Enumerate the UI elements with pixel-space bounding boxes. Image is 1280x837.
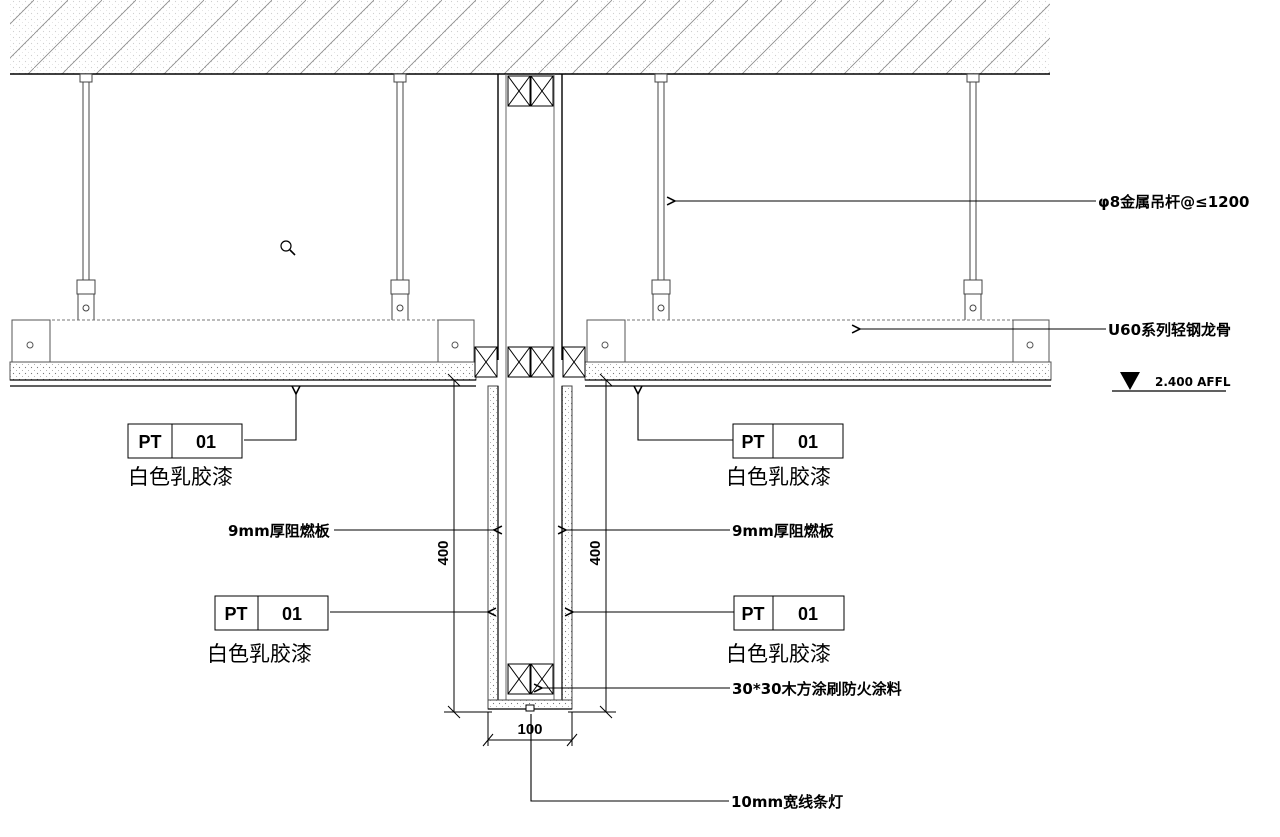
dim-drop-right: 400 bbox=[587, 540, 604, 565]
pt-tag-1 bbox=[127, 423, 243, 459]
pt-tag-4 bbox=[733, 595, 845, 631]
concrete-slab bbox=[10, 0, 1050, 75]
label-level: 2.400 AFFL bbox=[1155, 375, 1231, 389]
label-hanger-rod: φ8金属吊杆@≤1200 bbox=[1098, 193, 1250, 211]
pt-tag-1-num: 01 bbox=[196, 432, 216, 452]
hanger-rod-2 bbox=[393, 73, 407, 285]
wood-blocks-ceiling bbox=[474, 346, 586, 378]
pt-tag-3-desc: 白色乳胶漆 bbox=[207, 642, 312, 666]
dim-width: 100 bbox=[517, 721, 542, 738]
ceiling-board-right bbox=[584, 361, 1052, 387]
pt-tag-2 bbox=[732, 423, 844, 459]
pt-tag-4-num: 01 bbox=[798, 604, 818, 624]
label-board-right: 9mm厚阻燃板 bbox=[732, 522, 835, 540]
pt-tag-3 bbox=[214, 595, 329, 631]
pt-tag-2-num: 01 bbox=[798, 432, 818, 452]
pt-tag-1-code: PT bbox=[138, 432, 161, 452]
label-board-left: 9mm厚阻燃板 bbox=[228, 522, 331, 540]
pt-tag-3-code: PT bbox=[224, 604, 247, 624]
pt-tag-2-code: PT bbox=[741, 432, 764, 452]
magnifier-cursor-icon bbox=[280, 240, 296, 256]
label-light: 10mm宽线条灯 bbox=[731, 793, 843, 811]
pt-tag-4-desc: 白色乳胶漆 bbox=[726, 642, 831, 666]
bulkhead bbox=[487, 74, 573, 712]
dimension-lines bbox=[444, 373, 616, 747]
pt-tag-4-code: PT bbox=[741, 604, 764, 624]
dim-drop-left: 400 bbox=[435, 540, 452, 565]
pt-tag-3-num: 01 bbox=[282, 604, 302, 624]
label-keel: U60系列轻钢龙骨 bbox=[1108, 321, 1231, 339]
hanger-rod-4 bbox=[966, 73, 980, 285]
ceiling-board-left bbox=[9, 361, 477, 387]
label-wood: 30*30木方涂刷防火涂料 bbox=[732, 680, 902, 698]
main-keel-left bbox=[11, 319, 475, 363]
pt-tag-1-desc: 白色乳胶漆 bbox=[128, 465, 233, 489]
main-keel-right bbox=[586, 319, 1050, 363]
leader-lines bbox=[244, 201, 1106, 802]
hanger-rod-3 bbox=[654, 73, 668, 285]
level-marker bbox=[1112, 372, 1226, 392]
pt-tag-2-desc: 白色乳胶漆 bbox=[726, 465, 831, 489]
hanger-rod-1 bbox=[79, 73, 93, 285]
